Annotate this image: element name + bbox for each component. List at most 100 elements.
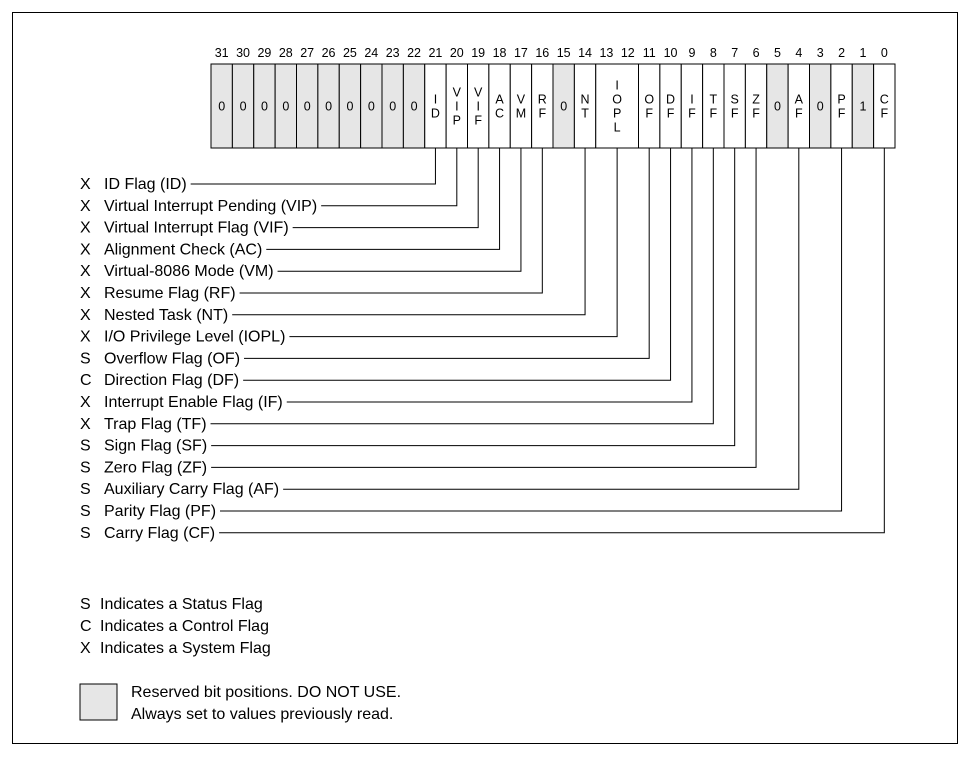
flag-leader-line: [289, 148, 618, 338]
bit-number: 4: [795, 46, 802, 60]
flag-leader-line: [232, 148, 586, 316]
register-cell-label: 0: [389, 100, 396, 114]
register-cell-label: 0: [346, 100, 353, 114]
flag-leader-line: [211, 148, 757, 468]
flag-leader-line: [244, 148, 650, 359]
flag-type-code: X: [80, 394, 91, 411]
bit-number: 31: [215, 46, 229, 60]
bit-number: 22: [407, 46, 421, 60]
bit-number: 9: [688, 46, 695, 60]
bit-number: 16: [535, 46, 549, 60]
flag-leader-line: [286, 148, 693, 403]
flag-leader-line: [292, 148, 479, 229]
register-cell-label: 0: [325, 100, 332, 114]
reserved-note: Reserved bit positions. DO NOT USE. Alwa…: [79, 683, 401, 723]
flag-type-code: X: [80, 241, 91, 258]
flag-name: Parity Flag (PF): [104, 503, 216, 520]
flag-name: Sign Flag (SF): [104, 438, 207, 455]
bit-number: 11: [643, 46, 656, 60]
bit-number: 21: [428, 46, 442, 60]
register-cell-label: 0: [560, 100, 567, 114]
flag-leader-line: [283, 148, 800, 490]
flag-name: I/O Privilege Level (IOPL): [104, 329, 285, 346]
register-cell-label: 0: [817, 100, 824, 114]
bit-number: 2: [838, 46, 845, 60]
flag-name: Zero Flag (ZF): [104, 459, 207, 476]
flag-type-code: X: [80, 220, 91, 237]
bit-number: 10: [664, 46, 678, 60]
bit-number: 5: [774, 46, 781, 60]
flag-leader-line: [239, 148, 543, 294]
flag-name: Virtual-8086 Mode (VM): [104, 263, 274, 280]
flag-type-code: X: [80, 307, 91, 324]
bit-number: 3: [817, 46, 824, 60]
legend-text: Indicates a Control Flag: [100, 618, 269, 635]
flag-type-code: S: [80, 350, 91, 367]
bit-number: 14: [578, 46, 592, 60]
bit-number: 26: [322, 46, 336, 60]
bit-number: 20: [450, 46, 464, 60]
flag-type-code: S: [80, 525, 91, 542]
bit-number: 19: [471, 46, 485, 60]
register-cell-label: 1: [859, 100, 866, 114]
bit-number: 23: [386, 46, 400, 60]
register-cell-label: 0: [218, 100, 225, 114]
bit-number: 28: [279, 46, 293, 60]
flag-leader-line: [243, 148, 672, 381]
bit-number: 30: [236, 46, 250, 60]
flag-leader-line: [321, 148, 458, 207]
flag-leader-line: [277, 148, 522, 272]
register-cell-label: 0: [411, 100, 418, 114]
register-cell-label: 0: [261, 100, 268, 114]
flag-name: ID Flag (ID): [104, 176, 187, 193]
legend-code: S: [80, 596, 91, 613]
flag-type-code: X: [80, 285, 91, 302]
flag-name: Overflow Flag (OF): [104, 350, 240, 367]
reserved-note-line1: Reserved bit positions. DO NOT USE.: [131, 684, 401, 701]
flag-leader-lines: [190, 148, 885, 534]
flag-name: Nested Task (NT): [104, 307, 228, 324]
flag-type-code: S: [80, 481, 91, 498]
flag-name: Alignment Check (AC): [104, 241, 262, 258]
legend-code: C: [80, 618, 92, 635]
flag-leader-line: [210, 148, 714, 425]
bit-number: 6: [753, 46, 760, 60]
flag-name: Trap Flag (TF): [104, 416, 207, 433]
bit-number: 1: [859, 46, 866, 60]
bit-number: 15: [557, 46, 571, 60]
bit-number: 0: [881, 46, 888, 60]
register-cell-label: 0: [774, 100, 781, 114]
flag-leader-line: [211, 148, 736, 447]
flag-name: Virtual Interrupt Pending (VIP): [104, 198, 317, 215]
legend-text: Indicates a System Flag: [100, 640, 271, 657]
bit-number: 13: [599, 46, 613, 60]
flag-leader-line: [220, 148, 843, 512]
reserved-swatch: [79, 683, 118, 721]
register-cell-label: 0: [282, 100, 289, 114]
bit-number: 25: [343, 46, 357, 60]
flag-name: Interrupt Enable Flag (IF): [104, 394, 283, 411]
bit-number: 7: [731, 46, 738, 60]
flag-name: Carry Flag (CF): [104, 525, 215, 542]
flag-type-code: X: [80, 416, 91, 433]
flag-type-code: X: [80, 263, 91, 280]
register-cell-label: 0: [240, 100, 247, 114]
flag-leader-line: [266, 148, 501, 250]
flag-leader-line: [219, 148, 885, 534]
bit-number: 18: [493, 46, 507, 60]
